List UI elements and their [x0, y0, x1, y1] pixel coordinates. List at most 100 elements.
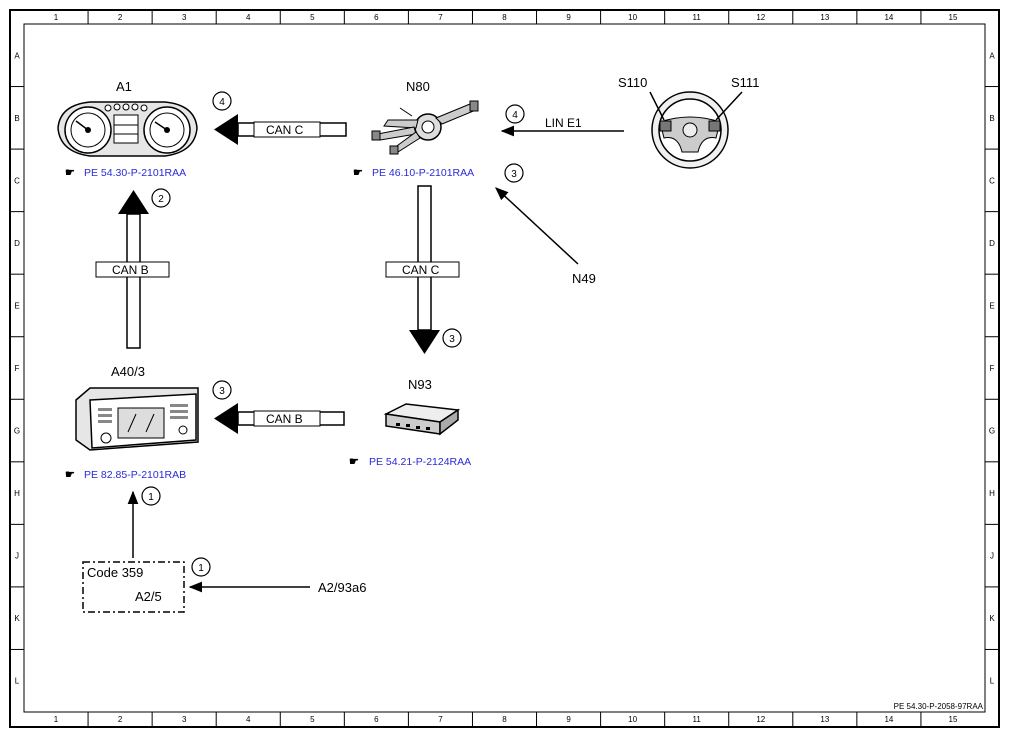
grid-row-label: H [989, 489, 995, 498]
grid-column-label: 6 [374, 13, 379, 22]
lin-arrow: LIN E1 [500, 116, 624, 137]
a2-93-arrow: A2/93a6 [188, 580, 366, 595]
grid-column-label: 4 [246, 715, 251, 724]
grid-row-label: E [14, 301, 19, 310]
grid-column-label: 1 [54, 13, 59, 22]
n93-label: N93 [408, 377, 432, 392]
grid-column-label: 7 [438, 715, 443, 724]
svg-text:3: 3 [219, 386, 225, 397]
grid-row-label: D [989, 239, 995, 248]
a1-instrument-cluster: A1 ☛ PE 54.30-P-2101RAA [57, 79, 198, 179]
grid-column-label: 9 [566, 715, 571, 724]
step-marker: 3 [504, 163, 524, 183]
step-marker: 1 [141, 486, 161, 506]
svg-text:1: 1 [198, 563, 204, 574]
a2-5-box: Code 359 A2/5 [82, 561, 185, 613]
bus-label: CAN B [112, 263, 149, 277]
grid-row-label: K [14, 614, 20, 623]
grid-row-label: J [15, 552, 19, 561]
grid-column-label: 1 [54, 715, 59, 724]
a1-ref-link[interactable]: PE 54.30-P-2101RAA [84, 167, 186, 179]
grid-row-label: D [14, 239, 20, 248]
hand-pointer-icon: ☛ [65, 469, 75, 481]
bus-arrow-can-c-top: CAN C [214, 114, 347, 145]
grid-column-label: 11 [693, 715, 702, 724]
bus-label: CAN C [402, 263, 440, 277]
grid-column-label: 6 [374, 715, 379, 724]
grid-column-label: 2 [118, 715, 123, 724]
svg-text:3: 3 [449, 334, 455, 345]
n49-label: N49 [572, 271, 596, 286]
bus-arrow-can-b-bottom: CAN B [214, 403, 345, 434]
grid-column-label: 10 [628, 715, 637, 724]
grid-column-label: 4 [246, 13, 251, 22]
grid-column-label: 12 [756, 13, 765, 22]
grid-column-label: 12 [756, 715, 765, 724]
grid-column-label: 5 [310, 13, 315, 22]
n80-label: N80 [406, 79, 430, 94]
grid-row-label: F [990, 364, 995, 373]
step-marker: 3 [442, 328, 462, 348]
head-unit-icon [75, 387, 199, 451]
grid-row-label: G [14, 427, 20, 436]
step-marker: 3 [212, 380, 232, 400]
a40-3-display: A40/3 ☛ PE 82.85-P-2101RAB [65, 364, 199, 481]
svg-text:4: 4 [512, 110, 518, 121]
svg-text:3: 3 [511, 169, 517, 180]
a40-ref-link[interactable]: PE 82.85-P-2101RAB [84, 469, 186, 481]
grid-column-label: 7 [438, 13, 443, 22]
control-unit-icon [383, 403, 461, 436]
a2-93-label: A2/93a6 [318, 580, 366, 595]
grid-column-label: 3 [182, 715, 187, 724]
grid-column-label: 5 [310, 715, 315, 724]
instrument-cluster-icon [57, 101, 198, 157]
grid-column-label: 2 [118, 13, 123, 22]
grid-column-label: 14 [884, 715, 893, 724]
bus-label: CAN B [266, 412, 303, 426]
s110-label: S110 [618, 75, 647, 90]
step-marker: 4 [505, 104, 525, 124]
a40-label: A40/3 [111, 364, 145, 379]
n49-arrow: N49 [495, 187, 596, 286]
hand-pointer-icon: ☛ [349, 456, 359, 468]
svg-text:1: 1 [148, 492, 154, 503]
grid-row-label: L [15, 677, 20, 686]
grid-row-label: B [989, 114, 994, 123]
grid-column-label: 15 [949, 13, 958, 22]
bus-label: CAN C [266, 123, 304, 137]
n93-ref-link[interactable]: PE 54.21-P-2124RAA [369, 456, 471, 468]
hand-pointer-icon: ☛ [65, 167, 75, 179]
outer-frame [9, 9, 1000, 728]
svg-text:2: 2 [158, 194, 164, 205]
steering-column-switch-icon [371, 100, 479, 155]
a2-5-label: A2/5 [135, 589, 162, 604]
bus-label: LIN E1 [545, 116, 582, 130]
grid-column-label: 14 [884, 13, 893, 22]
grid-row-label: E [989, 301, 994, 310]
grid-row-label: G [989, 427, 995, 436]
n80-ref-link[interactable]: PE 46.10-P-2101RAA [372, 167, 474, 179]
grid-column-label: 10 [628, 13, 637, 22]
hand-pointer-icon: ☛ [353, 167, 363, 179]
grid-column-label: 3 [182, 13, 187, 22]
grid-row-label: C [14, 176, 20, 185]
grid-row-label: J [990, 552, 994, 561]
code-label: Code 359 [87, 565, 143, 580]
step-marker: 2 [151, 188, 171, 208]
steering-wheel-icon [651, 91, 729, 169]
s111-label: S111 [731, 75, 759, 90]
bus-arrow-can-b-vertical: CAN B [95, 190, 170, 349]
bus-arrow-can-c-vertical: CAN C [385, 185, 460, 354]
grid-row-label: F [15, 364, 20, 373]
grid-column-label: 8 [502, 13, 507, 22]
n80-module: N80 ☛ PE 46.10-P-2101RAA [353, 79, 479, 179]
grid-column-label: 9 [566, 13, 571, 22]
step-marker: 1 [191, 557, 211, 577]
grid-row-label: B [14, 114, 19, 123]
grid-row-label: C [989, 176, 995, 185]
grid-row-label: H [14, 489, 20, 498]
